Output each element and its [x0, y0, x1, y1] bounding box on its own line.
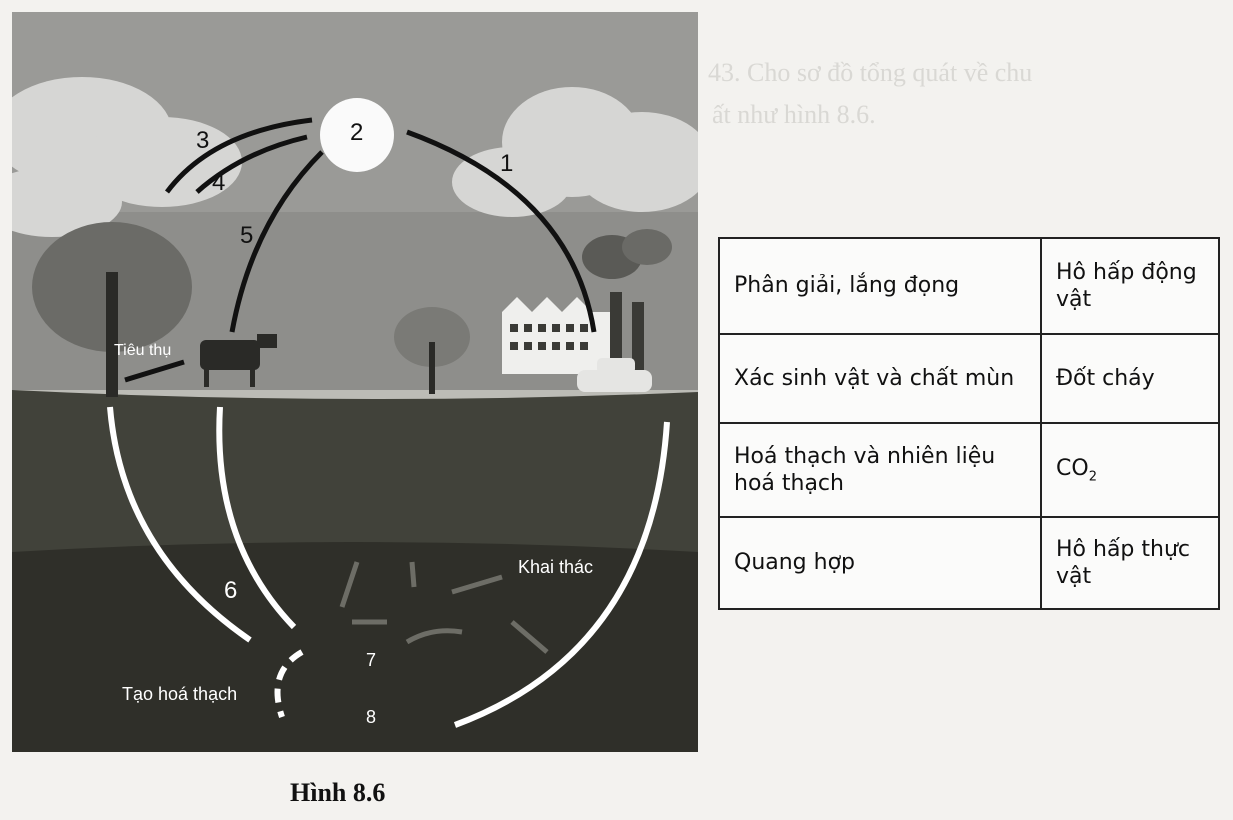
fossil-layer [12, 542, 698, 752]
figure-caption: Hình 8.6 [290, 778, 386, 807]
table-row: Quang hợp Hô hấp thực vật [718, 516, 1220, 610]
arrow-consumption [124, 359, 185, 383]
co2-node [320, 98, 394, 172]
tree-icon [32, 222, 192, 397]
label-7: 7 [366, 650, 377, 670]
label-1: 1 [500, 150, 514, 177]
label-mining: Khai thác [518, 557, 594, 577]
co2-subscript: 2 [1088, 469, 1097, 485]
label-8: 8 [366, 707, 377, 727]
table-row: Xác sinh vật và chất mùn Đốt cháy [718, 333, 1220, 424]
table-cell: Hoá thạch và nhiên liệu hoá thạch [718, 422, 1042, 518]
diagram-artwork [0, 12, 712, 752]
label-consumption: Tiêu thụ [114, 342, 172, 359]
arrow-fossilization [274, 649, 304, 718]
bleed-text-line: ất như hình 8.6. [712, 100, 876, 129]
answer-options-table: Phân giải, lắng đọng Hô hấp động vật Xác… [718, 237, 1220, 610]
arrow-1 [406, 129, 597, 333]
label-4: 4 [212, 169, 226, 196]
label-fossilization: Tạo hoá thạch [122, 684, 238, 704]
table-cell: Quang hợp [718, 516, 1042, 610]
fossil-bones-icon [339, 561, 549, 654]
car-icon [577, 358, 652, 392]
bleed-text-line: 43. Cho sơ đồ tổng quát về chu [708, 58, 1033, 87]
co2-text: CO [1056, 455, 1089, 481]
arrow-4 [195, 134, 308, 194]
arrow-decomposition-tree [107, 406, 252, 643]
label-5: 5 [240, 222, 254, 249]
small-tree-icon [394, 307, 470, 394]
arrow-decomposition-cow [216, 406, 297, 630]
arrow-mining [453, 421, 670, 728]
label-2: 2 [350, 119, 364, 146]
table-cell: Hô hấp thực vật [1040, 516, 1220, 610]
cow-icon [200, 334, 277, 387]
carbon-cycle-diagram: 2 1 3 4 5 6 7 8 Tiêu thụ Khai thác Tạo h… [0, 12, 712, 752]
label-3: 3 [196, 127, 210, 154]
table-cell: Hô hấp động vật [1040, 237, 1220, 335]
table-row: Phân giải, lắng đọng Hô hấp động vật [718, 237, 1220, 335]
table-cell: Phân giải, lắng đọng [718, 237, 1042, 335]
table-cell: Xác sinh vật và chất mùn [718, 333, 1042, 424]
arrow-5 [229, 150, 324, 333]
label-6: 6 [224, 577, 238, 604]
table-row: Hoá thạch và nhiên liệu hoá thạch CO2 [718, 422, 1220, 518]
table-cell-co2: CO2 [1040, 422, 1220, 518]
table-cell: Đốt cháy [1040, 333, 1220, 424]
clouds [0, 77, 712, 237]
arrow-3 [165, 117, 313, 194]
